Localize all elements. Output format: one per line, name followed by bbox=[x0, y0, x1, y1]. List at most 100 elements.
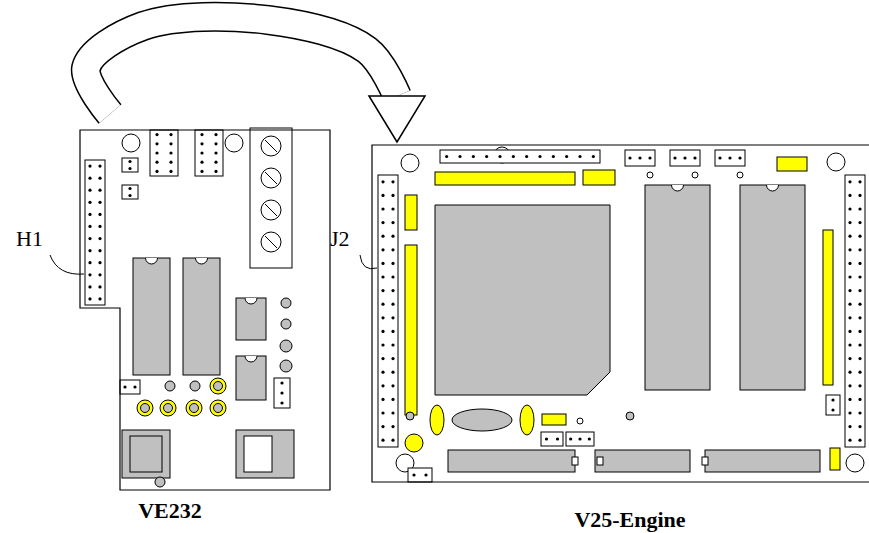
pin bbox=[128, 167, 131, 170]
hole bbox=[280, 360, 292, 372]
pin bbox=[545, 437, 548, 440]
pin-header bbox=[670, 150, 700, 166]
pin bbox=[858, 289, 861, 292]
pin bbox=[381, 425, 384, 428]
pin bbox=[381, 207, 384, 210]
pin bbox=[588, 437, 591, 440]
pin bbox=[578, 155, 581, 158]
circuit-board: V25-Engine bbox=[372, 145, 869, 529]
pin bbox=[848, 439, 851, 442]
pin bbox=[98, 237, 101, 240]
pin bbox=[214, 142, 217, 145]
pin bbox=[155, 151, 158, 154]
yellow-part bbox=[405, 195, 417, 230]
pin bbox=[858, 439, 861, 442]
pin bbox=[858, 330, 861, 333]
jack bbox=[122, 430, 170, 478]
hole bbox=[122, 134, 140, 152]
pin bbox=[592, 155, 595, 158]
board-edge bbox=[80, 130, 330, 490]
pin bbox=[538, 155, 541, 158]
hole bbox=[225, 134, 243, 152]
pin bbox=[858, 248, 861, 251]
pin bbox=[381, 316, 384, 319]
pin bbox=[858, 207, 861, 210]
trimpot-slot bbox=[265, 204, 277, 216]
pin bbox=[848, 316, 851, 319]
pin-header bbox=[826, 395, 840, 415]
trimpot bbox=[261, 200, 281, 220]
ring-center bbox=[164, 404, 173, 413]
chip-notch bbox=[245, 298, 257, 304]
pin bbox=[88, 177, 91, 180]
pin bbox=[858, 235, 861, 238]
pin bbox=[391, 425, 394, 428]
pin bbox=[98, 285, 101, 288]
pin bbox=[88, 273, 91, 276]
pin bbox=[424, 473, 427, 476]
socket bbox=[705, 450, 820, 472]
pin bbox=[381, 275, 384, 278]
pin bbox=[88, 201, 91, 204]
pin bbox=[848, 343, 851, 346]
pin bbox=[472, 155, 475, 158]
pin bbox=[98, 164, 101, 167]
crystal bbox=[452, 409, 512, 431]
pin bbox=[848, 303, 851, 306]
chip-notch bbox=[767, 185, 779, 191]
pin bbox=[88, 249, 91, 252]
pin bbox=[98, 177, 101, 180]
pin bbox=[848, 425, 851, 428]
pin bbox=[280, 401, 283, 404]
arrow-head bbox=[369, 96, 425, 142]
hole bbox=[165, 381, 175, 391]
hole bbox=[281, 298, 291, 308]
pin bbox=[98, 213, 101, 216]
pin bbox=[858, 371, 861, 374]
pin-header bbox=[566, 432, 594, 446]
pin bbox=[381, 289, 384, 292]
pin-header bbox=[440, 150, 600, 163]
pin bbox=[214, 133, 217, 136]
capacitor bbox=[430, 405, 444, 435]
pin bbox=[391, 248, 394, 251]
pin bbox=[391, 303, 394, 306]
pin bbox=[381, 384, 384, 387]
pin bbox=[98, 225, 101, 228]
pin bbox=[693, 156, 696, 159]
pin bbox=[214, 170, 217, 173]
pin bbox=[381, 357, 384, 360]
pin bbox=[391, 289, 394, 292]
trimpot bbox=[261, 232, 281, 252]
pin bbox=[88, 297, 91, 300]
pin bbox=[128, 194, 131, 197]
pin bbox=[123, 385, 126, 388]
pin bbox=[214, 151, 217, 154]
pin bbox=[391, 194, 394, 197]
pin bbox=[458, 155, 461, 158]
hole bbox=[190, 381, 200, 391]
pin bbox=[848, 180, 851, 183]
pin bbox=[858, 303, 861, 306]
pin bbox=[391, 357, 394, 360]
pin-header bbox=[122, 185, 138, 199]
pin bbox=[381, 235, 384, 238]
pin bbox=[128, 160, 131, 163]
pin bbox=[848, 207, 851, 210]
pin bbox=[858, 194, 861, 197]
processor bbox=[435, 205, 610, 395]
yellow-part bbox=[830, 448, 840, 470]
socket-key bbox=[702, 457, 708, 465]
hole bbox=[846, 454, 864, 472]
yellow-part bbox=[823, 230, 833, 385]
ic-chip bbox=[183, 258, 220, 375]
power-jack bbox=[236, 430, 294, 478]
jack-body bbox=[130, 436, 162, 472]
board-outline bbox=[372, 145, 869, 529]
trimpot-slot bbox=[265, 172, 277, 184]
pin bbox=[214, 161, 217, 164]
board-edge bbox=[372, 145, 869, 482]
pin bbox=[280, 381, 283, 384]
pin bbox=[381, 194, 384, 197]
pin bbox=[498, 155, 501, 158]
